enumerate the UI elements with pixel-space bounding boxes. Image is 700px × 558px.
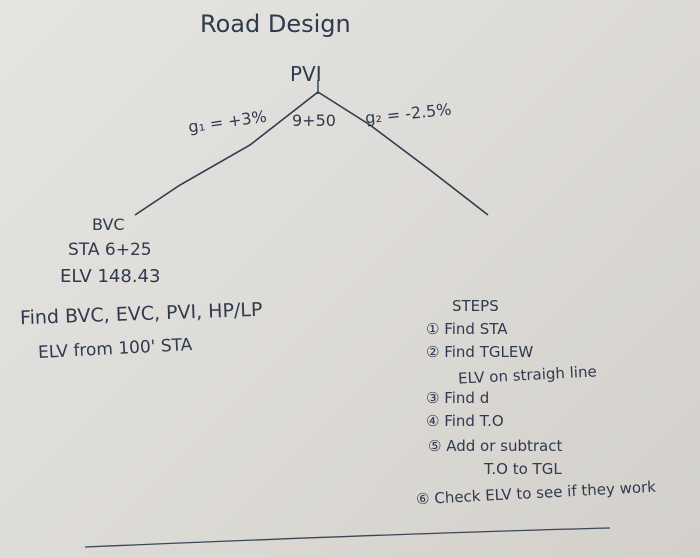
steps-heading: STEPS [452, 297, 499, 315]
pvi-station-label: 9+50 [292, 111, 336, 130]
step-5-note: T.O to TGL [484, 460, 562, 478]
step-2: ② Find TGLEW [426, 343, 533, 361]
bottom-rule-line [85, 528, 610, 547]
step-4: ④ Find T.O [426, 412, 504, 430]
step-5: ⑤ Add or subtract [428, 437, 562, 455]
bvc-station: STA 6+25 [68, 240, 152, 260]
bvc-label: BVC [92, 215, 125, 234]
pvi-label: PVI [290, 62, 322, 86]
page-title: Road Design [200, 10, 351, 38]
step-1: ① Find STA [426, 320, 508, 338]
step-3: ③ Find d [426, 389, 489, 407]
bvc-elevation: ELV 148.43 [60, 266, 160, 287]
grade-line-left [135, 92, 318, 215]
